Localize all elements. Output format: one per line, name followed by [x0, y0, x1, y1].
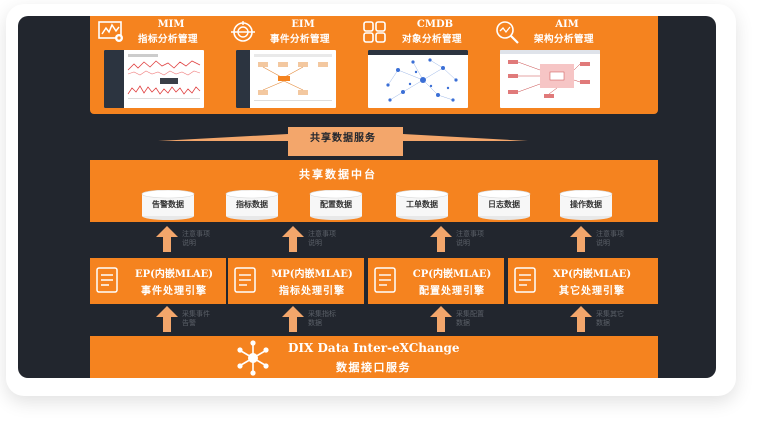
database-label: 日志数据: [488, 199, 520, 209]
tool-code: AIM: [555, 19, 579, 30]
arrow-note: 采集配置数据: [456, 310, 484, 327]
database-label: 工单数据: [406, 199, 438, 209]
engine-mp: MP(内嵌MLAE) 指标处理引擎: [228, 258, 364, 304]
arrow-note: 注意事项说明: [456, 230, 484, 247]
exchange-title: DIX Data Inter-eXChange: [288, 341, 460, 355]
architecture-search-icon: [496, 21, 519, 44]
tool-code: MIM: [157, 19, 185, 30]
tool-name: 指标分析管理: [137, 34, 198, 45]
database-icon: [559, 189, 613, 220]
database-icon: [309, 189, 363, 220]
platform-title: 共享数据中台: [299, 168, 377, 181]
up-arrow-icon: [282, 226, 304, 252]
database-cylinder: 指标数据: [220, 189, 284, 220]
network-hub-icon: [237, 340, 269, 376]
database-label: 指标数据: [236, 199, 268, 209]
engine-xp: XP(内嵌MLAE) 其它处理引擎: [508, 258, 658, 304]
event-target-icon: [231, 21, 255, 42]
engine-name: 配置处理引擎: [419, 286, 485, 297]
tool-eim: EIM 事件分析管理: [226, 16, 346, 112]
tool-code: CMDB: [416, 19, 454, 30]
arrow-note: 注意事项说明: [308, 230, 336, 247]
up-arrow-icon: [282, 306, 304, 332]
engine-name: 其它处理引擎: [559, 286, 625, 297]
shared-service-label: 共享数据服务: [310, 133, 376, 144]
up-arrow-icon: [156, 306, 178, 332]
tool-aim: AIM 架构分析管理: [490, 16, 610, 112]
data-exchange-bar: [90, 336, 658, 378]
shared-service-arrow: [158, 127, 528, 156]
database-label: 告警数据: [152, 199, 184, 209]
up-arrow-icon: [570, 306, 592, 332]
engine-code: EP(内嵌MLAE): [134, 269, 214, 280]
tool-code: EIM: [291, 19, 315, 30]
database-icon: [225, 189, 279, 220]
engine-ep: EP(内嵌MLAE) 事件处理引擎: [90, 258, 226, 304]
arrow-note: 采集其它数据: [596, 310, 624, 327]
exchange-subtitle: 数据接口服务: [336, 361, 411, 374]
up-arrow-icon: [430, 306, 452, 332]
eim-screenshot: [236, 50, 336, 108]
aim-screenshot: [500, 50, 600, 108]
mim-screenshot: [104, 50, 204, 108]
database-cylinder: 日志数据: [472, 189, 536, 220]
tool-mim: MIM 指标分析管理: [94, 16, 214, 112]
database-cylinder: 工单数据: [390, 189, 454, 220]
tool-cmdb: CMDB 对象分析管理: [358, 16, 478, 112]
database-icon: [477, 189, 531, 220]
arrow-note: 注意事项说明: [182, 230, 210, 247]
object-grid-icon: [363, 21, 386, 43]
engine-cp: CP(内嵌MLAE) 配置处理引擎: [368, 258, 504, 304]
arrow-note: 采集事件告警: [182, 310, 210, 327]
arrow-note: 注意事项说明: [596, 230, 624, 247]
database-cylinder: 配置数据: [304, 189, 368, 220]
database-label: 操作数据: [570, 199, 602, 209]
arrow-note: 采集指标数据: [308, 310, 336, 327]
engine-code: MP(内嵌MLAE): [271, 269, 353, 280]
tool-name: 事件分析管理: [269, 34, 330, 45]
up-arrow-icon: [570, 226, 592, 252]
engine-name: 事件处理引擎: [141, 286, 207, 297]
document-engine-icon: [96, 267, 118, 293]
database-icon: [141, 189, 195, 220]
up-arrow-icon: [430, 226, 452, 252]
tool-name: 架构分析管理: [533, 34, 594, 45]
tool-name: 对象分析管理: [401, 34, 462, 45]
engine-code: CP(内嵌MLAE): [412, 269, 492, 280]
database-cylinder: 操作数据: [554, 189, 618, 220]
database-cylinder: 告警数据: [136, 189, 200, 220]
engine-code: XP(内嵌MLAE): [552, 269, 632, 280]
chart-monitor-icon: [98, 21, 123, 42]
database-icon: [395, 189, 449, 220]
architecture-diagram: MIM 指标分析管理 EIM 事件分析管理: [18, 16, 716, 378]
cmdb-screenshot: [368, 50, 468, 108]
document-engine-icon: [234, 267, 256, 293]
database-label: 配置数据: [320, 199, 352, 209]
engine-name: 指标处理引擎: [279, 286, 345, 297]
document-engine-icon: [374, 267, 396, 293]
document-engine-icon: [514, 267, 536, 293]
up-arrow-icon: [156, 226, 178, 252]
